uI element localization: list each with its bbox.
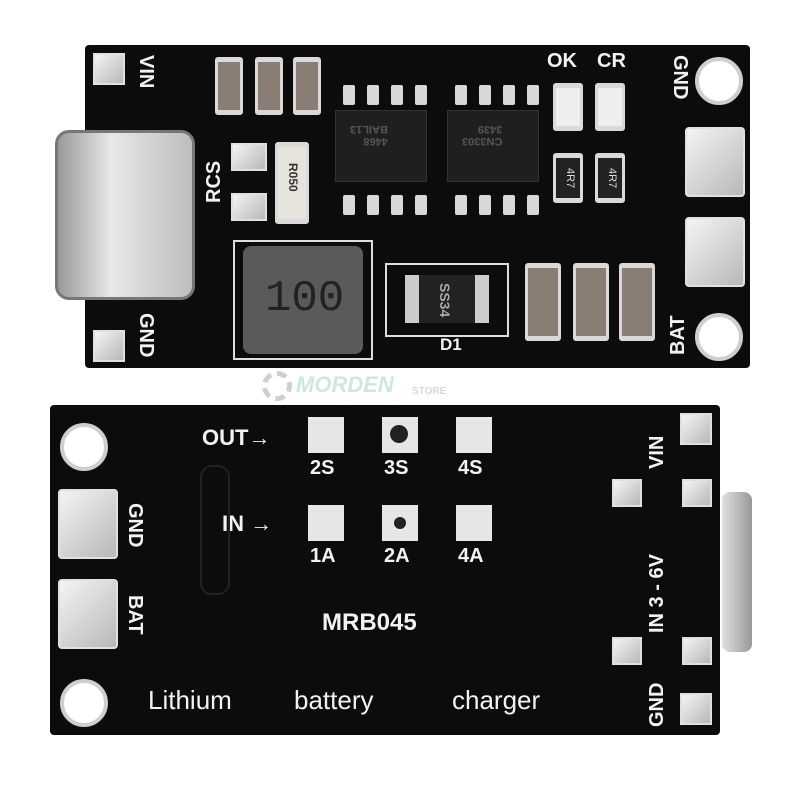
gnd-left-label: GND (135, 313, 157, 358)
watermark-brand: MORDEN (296, 372, 394, 397)
ok-led (553, 83, 583, 131)
mounting-hole (695, 313, 743, 361)
solder-pad (231, 193, 267, 221)
bat-terminal (58, 579, 118, 649)
watermark-logo: MORDEN STORE (262, 369, 462, 403)
out-2s-pad[interactable] (308, 417, 344, 453)
cr-led (595, 83, 625, 131)
out-option: 3S (384, 457, 409, 479)
diode: SS34 (385, 263, 509, 337)
inductor: 100 (233, 240, 373, 360)
solder-pad (612, 637, 642, 665)
caption-word: Lithium (148, 685, 232, 715)
capacitor (619, 263, 655, 341)
solder-pad (231, 143, 267, 171)
bat-label: BAT (667, 315, 689, 355)
caption-word: charger (452, 685, 541, 715)
gnd-label: GND (124, 503, 146, 548)
out-4s-pad[interactable] (456, 417, 492, 453)
capacitor (293, 57, 321, 115)
resistor-label: 4R7 (564, 168, 576, 189)
input-range-label: IN 3 - 6V (646, 554, 668, 633)
ok-label: OK (547, 50, 577, 72)
mounting-hole (695, 57, 743, 105)
out-3s-pad[interactable] (382, 417, 418, 453)
capacitor (215, 57, 243, 115)
diode-label: SS34 (437, 283, 453, 318)
solder-pad (682, 637, 712, 665)
resistor-label: 4R7 (606, 168, 618, 189)
vin-label: VIN (646, 435, 668, 469)
solder-pad (612, 479, 642, 507)
in-option: 1A (310, 545, 336, 567)
out-option: 2S (310, 457, 335, 479)
in-1a-pad[interactable] (308, 505, 344, 541)
out-label: OUT→ (202, 425, 271, 450)
rcs-label: RCS (203, 160, 225, 203)
mounting-hole (60, 679, 108, 727)
usb-c-connector (722, 492, 752, 652)
gnd-pad (93, 330, 125, 362)
vin-label: VIN (135, 55, 157, 89)
gnd-right-label: GND (669, 55, 691, 100)
usb-c-connector (55, 130, 195, 300)
resistor: 4R7 (595, 153, 625, 203)
in-2a-pad[interactable] (382, 505, 418, 541)
in-option: 4A (458, 545, 484, 567)
capacitor (255, 57, 283, 115)
bat-label: BAT (124, 595, 146, 635)
in-4a-pad[interactable] (456, 505, 492, 541)
out-option: 4S (458, 457, 483, 479)
in-label: IN → (222, 511, 273, 536)
watermark-sub: STORE (412, 386, 447, 397)
model-label: MRB045 (322, 609, 417, 636)
bottom-pcb-board: GND BAT OUT→ IN → 2S 3S 4S 1A 2A 4A MRB0… (50, 405, 720, 735)
gnd-terminal (58, 489, 118, 559)
gnd-terminal (685, 127, 745, 197)
vin-pad (93, 53, 125, 85)
shunt-label: R050 (286, 163, 300, 192)
inductor-label: 100 (265, 274, 345, 324)
resistor: 4R7 (553, 153, 583, 203)
gnd-right-label: GND (646, 682, 668, 727)
capacitor (573, 263, 609, 341)
gnd-pad (680, 693, 712, 725)
capacitor (525, 263, 561, 341)
vin-pad (680, 413, 712, 445)
caption-word: battery (294, 685, 374, 715)
solder-pad (682, 479, 712, 507)
cr-label: CR (597, 50, 626, 72)
in-option: 2A (384, 545, 410, 567)
gear-icon (262, 371, 292, 401)
d1-label: D1 (440, 335, 462, 354)
mounting-hole (60, 423, 108, 471)
bat-terminal (685, 217, 745, 287)
shunt-resistor: R050 (275, 142, 309, 224)
